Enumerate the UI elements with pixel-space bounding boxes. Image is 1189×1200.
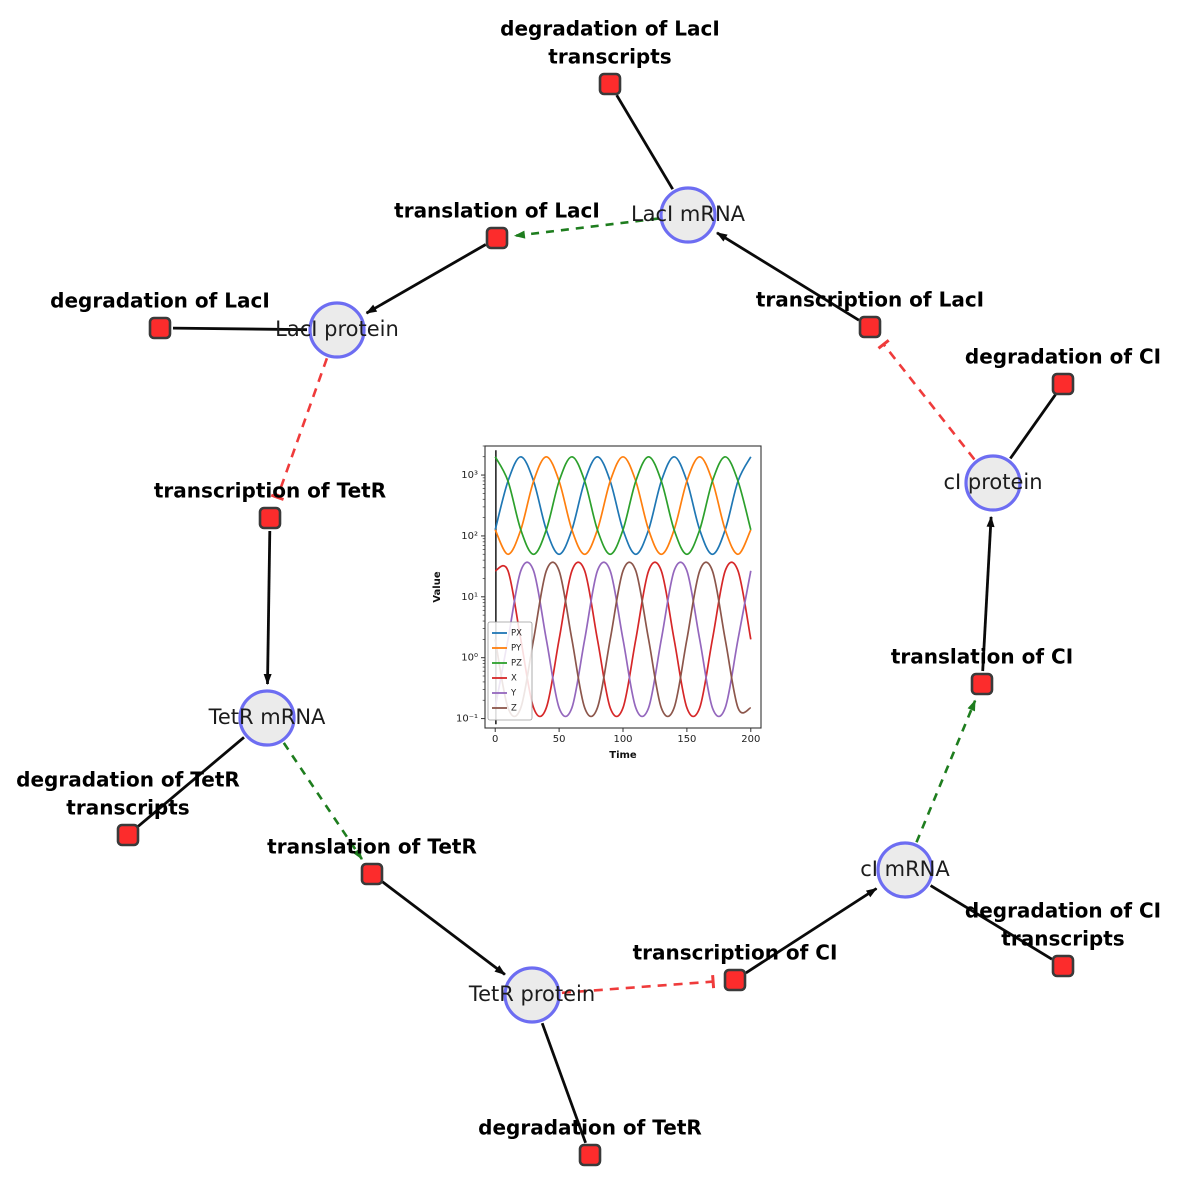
- edge-ci_mrna-deg_ci_tx-consumption: [929, 884, 1053, 961]
- legend-label-Z: Z: [511, 704, 517, 714]
- y-tick-label: 10⁻¹: [456, 714, 478, 725]
- species-label-ci_mrna: cI mRNA: [860, 857, 950, 881]
- reaction-node-translation_laci: [485, 226, 509, 250]
- edge-transcription_laci-laci_mrna-production: [716, 231, 860, 322]
- reaction-label-deg_ci_tx-line0: degradation of CI: [965, 899, 1161, 923]
- reaction-label-deg_laci_tx-line0: degradation of LacI: [500, 17, 720, 41]
- plot-frame: [484, 445, 762, 729]
- species-label-laci_mrna: LacI mRNA: [631, 202, 746, 226]
- edge-laci_mrna-deg_laci_tx-consumption: [615, 94, 674, 190]
- edge-ci_mrna-translation_ci-modifier: [915, 699, 977, 843]
- reaction-label-deg_ci-line0: degradation of CI: [965, 345, 1161, 369]
- series-Y: [494, 561, 752, 718]
- y-axis-label: Value: [432, 571, 443, 602]
- reaction-label-deg_tetr-line0: degradation of TetR: [478, 1116, 702, 1140]
- species-label-ci_protein: cI protein: [943, 470, 1042, 494]
- edge-laci_protein-deg_laci-consumption: [172, 326, 308, 332]
- reaction-node-deg_laci: [148, 316, 172, 340]
- edge-transcription_tetr-tetr_mrna-production: [263, 530, 272, 685]
- reaction-label-translation_tetr-line0: translation of TetR: [267, 835, 477, 859]
- x-axis-label: Time: [609, 750, 637, 761]
- series-PZ: [494, 455, 752, 556]
- edge-translation_ci-ci_protein-production: [981, 515, 995, 672]
- species-node-laci_mrna: [659, 186, 717, 244]
- reaction-label-transcription_tetr-line0: transcription of TetR: [154, 479, 386, 503]
- legend-label-PZ: PZ: [511, 659, 522, 669]
- species-label-laci_protein: LacI protein: [275, 317, 399, 341]
- reaction-node-deg_tetr: [578, 1143, 602, 1167]
- species-label-tetr_protein: TetR protein: [468, 982, 595, 1006]
- reaction-label-deg_tetr_tx-line1: transcripts: [66, 796, 189, 820]
- species-node-tetr_mrna: [238, 689, 296, 747]
- reaction-label-deg_ci_tx-line1: transcripts: [1001, 927, 1124, 951]
- x-tick-label: 150: [677, 734, 696, 745]
- reaction-label-transcription_ci-line0: transcription of CI: [633, 941, 838, 965]
- x-tick-label: 200: [741, 734, 760, 745]
- reaction-node-transcription_tetr: [258, 506, 282, 530]
- reaction-label-deg_laci-line0: degradation of LacI: [50, 289, 270, 313]
- edge-translation_laci-laci_protein-production: [365, 243, 487, 315]
- species-node-tetr_protein: [503, 966, 561, 1024]
- legend-label-Y: Y: [510, 689, 517, 699]
- legend-label-PX: PX: [511, 629, 522, 639]
- reaction-node-transcription_ci: [723, 968, 747, 992]
- x-tick-label: 50: [553, 734, 566, 745]
- reaction-node-deg_ci_tx: [1051, 954, 1075, 978]
- legend-label-PY: PY: [511, 644, 522, 654]
- reaction-node-transcription_laci: [858, 315, 882, 339]
- edge-laci_protein-transcription_tetr-inhibition: [270, 357, 329, 501]
- reaction-label-transcription_laci-line0: transcription of LacI: [756, 288, 984, 312]
- edges-layer: [136, 94, 1057, 1144]
- species-node-ci_mrna: [876, 841, 934, 899]
- edge-ci_protein-deg_ci-consumption: [1009, 393, 1057, 460]
- edge-laci_mrna-translation_laci-modifier: [513, 217, 659, 239]
- y-tick-label: 10²: [461, 531, 478, 542]
- x-tick-label: 100: [613, 734, 632, 745]
- nodes-layer: [116, 72, 1075, 1167]
- reaction-label-deg_laci_tx-line1: transcripts: [548, 45, 671, 69]
- y-tick-label: 10³: [461, 470, 478, 481]
- species-node-ci_protein: [964, 454, 1022, 512]
- x-tick-label: 0: [492, 734, 498, 745]
- species-node-laci_protein: [308, 301, 366, 359]
- series-X: [494, 561, 752, 718]
- reaction-node-deg_ci: [1051, 372, 1075, 396]
- species-label-tetr_mrna: TetR mRNA: [208, 705, 326, 729]
- edge-transcription_ci-ci_mrna-production: [745, 887, 878, 975]
- legend-box: [487, 621, 533, 721]
- edge-tetr_protein-deg_tetr-consumption: [540, 1022, 587, 1144]
- legend-label-X: X: [511, 674, 517, 684]
- reaction-label-deg_tetr_tx-line0: degradation of TetR: [16, 768, 240, 792]
- reaction-label-translation_laci-line0: translation of LacI: [394, 199, 600, 223]
- reaction-node-deg_tetr_tx: [116, 823, 140, 847]
- reaction-node-translation_ci: [970, 672, 994, 696]
- reaction-node-translation_tetr: [360, 862, 384, 886]
- y-tick-label: 10⁰: [461, 653, 478, 664]
- edge-ci_protein-transcription_laci-inhibition: [877, 339, 976, 461]
- edge-translation_tetr-tetr_protein-production: [381, 880, 506, 976]
- edge-tetr_mrna-deg_tetr_tx-consumption: [136, 736, 245, 828]
- reaction-label-translation_ci-line0: translation of CI: [891, 645, 1073, 669]
- y-tick-label: 10¹: [461, 592, 478, 603]
- reaction-node-deg_laci_tx: [598, 72, 622, 96]
- series-Z: [494, 561, 752, 718]
- series-PY: [494, 455, 752, 556]
